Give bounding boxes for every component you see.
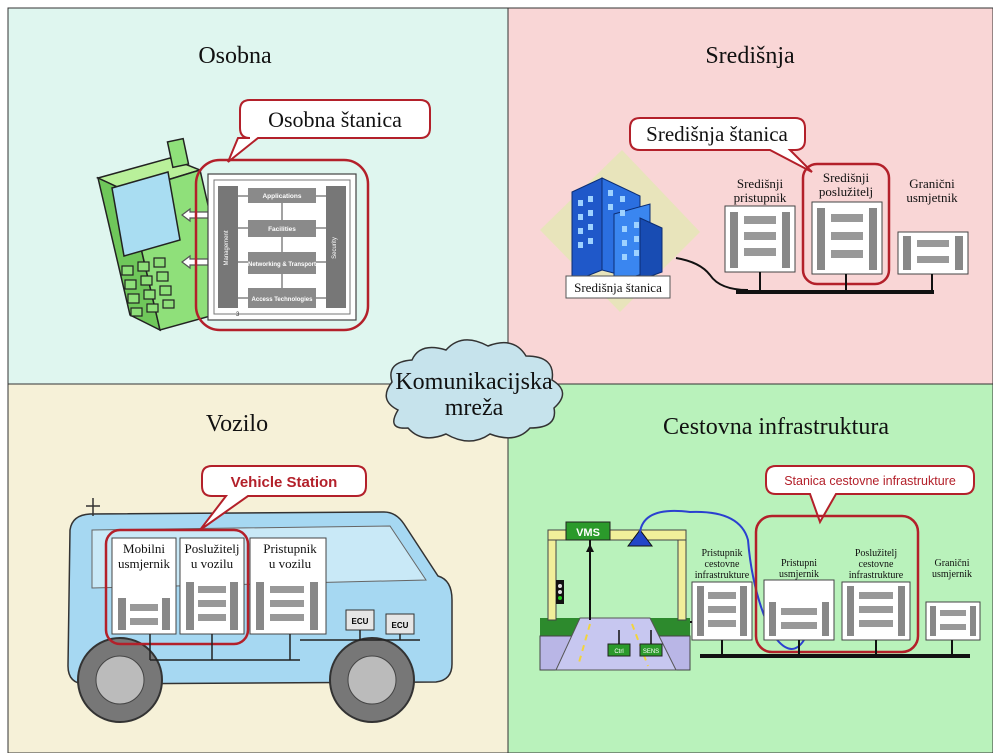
vehicle-unit-server: Poslužitelj u vozilu xyxy=(179,537,245,635)
personal-protocol-stack: Management Security Applications Facilit… xyxy=(207,173,357,321)
cloud-text-line1: Komunikacijska xyxy=(395,369,553,395)
central-unit-router-line2: usmjetnik xyxy=(906,190,958,205)
vms-gantry-icon: VMS xyxy=(547,521,687,621)
central-unit-server: Središnji poslužitelj xyxy=(811,170,883,275)
road-title: Cestovna infrastruktura xyxy=(663,414,889,440)
central-cable xyxy=(675,257,749,291)
central-building-label-box xyxy=(565,275,671,299)
central-building-label: Središnja štanica xyxy=(574,280,662,295)
personal-callout-text: Osobna štanica xyxy=(268,107,402,132)
stack-layer-networking: Networking & Transport xyxy=(248,262,316,268)
road-unit-gateway-line2: cestovne xyxy=(705,559,741,570)
road-blue-cable xyxy=(639,509,805,650)
central-bus-links xyxy=(759,272,933,292)
road-bus-links xyxy=(721,640,953,656)
central-callout: Središnja štanica xyxy=(629,117,813,173)
stack-layer-applications: Applications xyxy=(262,193,301,200)
road-unit-gateway-line1: Pristupnik xyxy=(701,548,742,559)
personal-title: Osobna xyxy=(198,43,272,69)
stack-layer-facilities: Facilities xyxy=(268,226,296,233)
vehicle-callout-text: Vehicle Station xyxy=(231,474,338,491)
vehicle-unit-router-line1: Mobilni xyxy=(123,541,165,556)
vehicle-station-outline xyxy=(104,528,250,646)
network-cloud-icon: Komunikacijska mreža xyxy=(385,339,564,442)
vehicle-unit-gateway-line1: Pristupnik xyxy=(263,541,317,556)
vehicle-callout: Vehicle Station xyxy=(199,465,367,531)
central-unit-router-line1: Granični xyxy=(909,176,955,191)
mobile-phone-icon xyxy=(95,137,233,332)
road-unit-router-line1: Granični xyxy=(935,558,970,569)
road-box-sens: SENS xyxy=(643,649,659,655)
stack-management-label: Management xyxy=(224,230,230,265)
road-unit-server-line2: cestovne xyxy=(859,559,895,570)
central-unit-border-router: Granični usmjetnik xyxy=(897,176,969,275)
personal-station-outline xyxy=(194,158,370,332)
vehicle-ecu-1: ECU xyxy=(345,609,375,631)
central-callout-text: Središnja štanica xyxy=(646,122,788,146)
central-unit-gateway: Središnji pristupnik xyxy=(724,176,796,273)
road-unit-access-line2: usmjernik xyxy=(779,569,819,580)
stack-corner-number: 3 xyxy=(236,312,240,318)
vehicle-ecu-2: ECU xyxy=(385,613,415,635)
central-unit-gateway-line2: pristupnik xyxy=(734,190,787,205)
road-icon xyxy=(539,617,691,671)
stack-security-label: Security xyxy=(332,237,338,259)
road-unit-access-line1: Pristupni xyxy=(781,558,817,569)
road-unit-access-router: Pristupni usmjernik xyxy=(763,558,835,641)
road-callout-text: Stanica cestovne infrastrukture xyxy=(784,474,956,488)
vehicle-title: Vozilo xyxy=(206,411,268,437)
road-unit-gateway: Pristupnik cestovne infrastrukture xyxy=(691,548,753,641)
road-unit-server-line3: infrastrukture xyxy=(849,570,904,581)
road-unit-router-line2: usmjernik xyxy=(932,569,972,580)
vehicle-unit-server-line2: u vozilu xyxy=(191,556,234,571)
road-callout: Stanica cestovne infrastrukture xyxy=(765,465,975,525)
central-unit-server-line1: Središnji xyxy=(823,170,870,185)
road-sensor-boxes: Ctrl SENS xyxy=(607,630,663,657)
stack-security-bar xyxy=(326,186,346,308)
vehicle-unit-gateway: Pristupnik u vozilu xyxy=(249,537,327,635)
road-station-outline xyxy=(754,514,920,654)
vehicle-bus-lines xyxy=(149,630,420,661)
quadrant-road xyxy=(507,383,993,753)
traffic-light-icon xyxy=(556,580,564,604)
vehicle-unit-mobile-router: Mobilni usmjernik xyxy=(111,537,177,635)
cloud-text-line2: mreža xyxy=(445,395,504,421)
personal-callout: Osobna štanica xyxy=(227,99,431,163)
road-unit-gateway-line3: infrastrukture xyxy=(695,570,750,581)
ecu-label-1: ECU xyxy=(352,617,369,626)
central-building-icon xyxy=(540,150,700,312)
vms-label: VMS xyxy=(576,527,600,539)
central-title: Središnja xyxy=(705,43,795,69)
central-unit-server-line2: poslužitelj xyxy=(819,184,873,199)
road-box-ctrl: Ctrl xyxy=(614,649,623,655)
road-unit-server-line1: Poslužitelj xyxy=(855,548,897,559)
vehicle-unit-router-line2: usmjernik xyxy=(118,556,170,571)
vehicle-unit-gateway-line2: u vozilu xyxy=(269,556,312,571)
stack-layer-access: Access Technologies xyxy=(252,297,314,303)
stack-management-bar xyxy=(218,186,238,308)
ecu-label-2: ECU xyxy=(392,621,409,630)
central-unit-gateway-line1: Središnji xyxy=(737,176,784,191)
vehicle-unit-server-line1: Poslužitelj xyxy=(185,541,240,556)
road-unit-border-router: Granični usmjernik xyxy=(925,558,981,641)
